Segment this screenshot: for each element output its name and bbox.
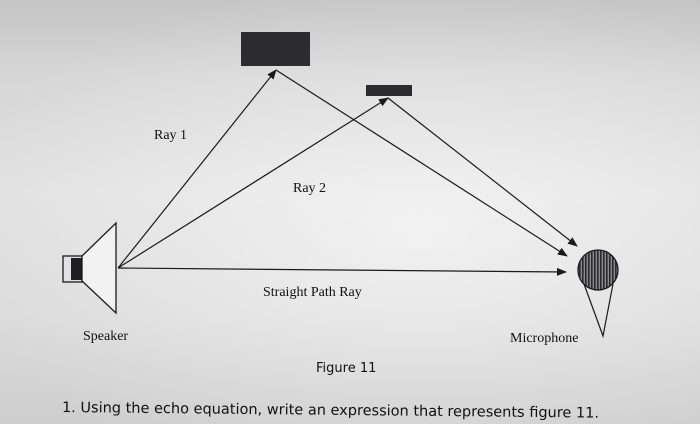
speaker-label: Speaker — [83, 329, 129, 344]
straight-path-ray — [117, 267, 567, 276]
ray2-label: Ray 2 — [293, 181, 327, 196]
ray1-reflected — [275, 69, 568, 257]
microphone-label: Microphone — [510, 331, 579, 346]
figure-caption: Figure 11 — [316, 361, 377, 376]
ray2-reflected — [387, 97, 578, 247]
ray1-incident — [117, 69, 277, 269]
straight-path-label: Straight Path Ray — [263, 285, 362, 300]
reflector-block-large — [241, 32, 310, 66]
ray1-label: Ray 1 — [154, 128, 188, 143]
reflector-block-small — [366, 85, 412, 96]
microphone-icon — [577, 249, 619, 339]
speaker-icon — [62, 221, 117, 315]
ray2-incident — [117, 97, 389, 269]
bleed-through-text — [428, 62, 432, 76]
